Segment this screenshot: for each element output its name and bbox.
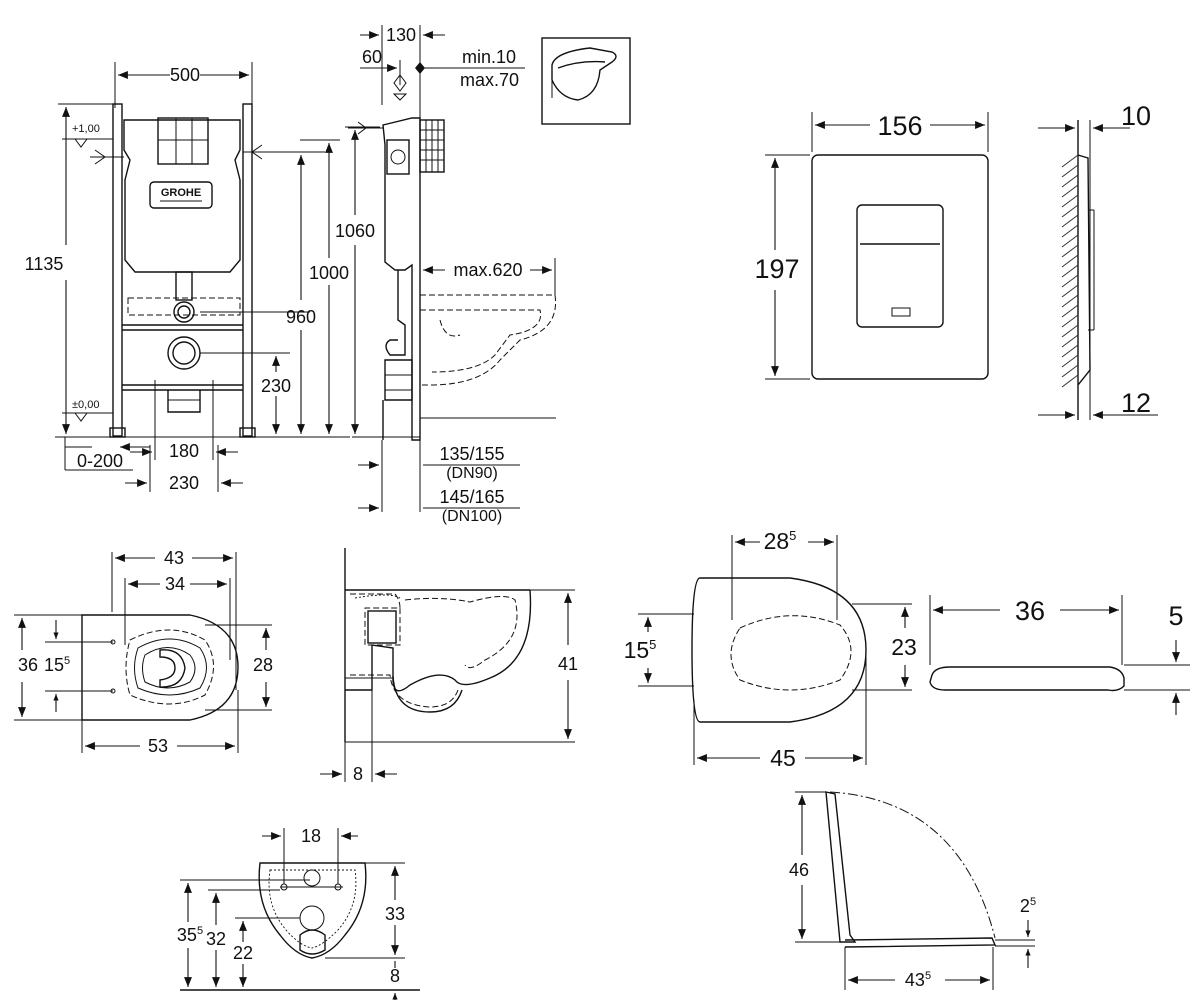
wall-hatch-line	[1061, 184, 1079, 198]
wall-hatch-line	[1061, 324, 1079, 338]
dim-bowl-side-36: 36	[18, 655, 38, 675]
wall-hatch-line	[1061, 304, 1079, 318]
dim-floor-range: 0-200	[77, 451, 123, 471]
dim-rear-35: 355	[177, 925, 203, 945]
level-top-label: +1,00	[72, 123, 100, 135]
frame-front-view: 500 GROHE	[25, 62, 380, 493]
flush-plate-side-view: 10 12	[1038, 101, 1158, 420]
dim-seat-side-5: 5	[1168, 601, 1183, 631]
dim-profile-41: 41	[558, 654, 578, 674]
dim-dn100-label: (DN100)	[442, 508, 502, 525]
dim-bowl-top-43: 43	[164, 548, 184, 568]
dim-bowl-top-34: 34	[165, 574, 185, 594]
dim-seat-open-2: 25	[1020, 896, 1036, 916]
level-bottom-label: ±0,00	[72, 399, 99, 411]
wall-hatch-line	[1061, 244, 1079, 258]
dim-height-230: 230	[261, 376, 291, 396]
dim-seat-right-23: 23	[891, 634, 917, 660]
dim-rear-8: 8	[390, 966, 400, 986]
dim-profile-8: 8	[353, 764, 363, 784]
wall-hatch-line	[1061, 344, 1079, 358]
wall-hatch-line	[1061, 164, 1079, 178]
wall-min-label: min.10	[462, 47, 516, 67]
wall-hatch-line	[1061, 154, 1079, 168]
dim-rear-33: 33	[385, 904, 405, 924]
wall-hatch-line	[1061, 274, 1079, 288]
wall-hatch-line	[1061, 264, 1079, 278]
wall-hatch-line	[1061, 334, 1079, 348]
seat-side-view: 36 5	[929, 595, 1190, 715]
dim-projection-max-620: max.620	[453, 260, 522, 280]
wall-hatch-line	[1061, 364, 1079, 378]
bowl-top-view: 43 34 36 155 28 53	[14, 548, 273, 756]
dim-bowl-bottom-53: 53	[148, 736, 168, 756]
dim-height-960: 960	[286, 307, 316, 327]
dim-spacing-230: 230	[169, 473, 199, 493]
wall-hatch-line	[1061, 204, 1079, 218]
dim-top-gap-130: 130	[386, 25, 416, 45]
dim-rear-22: 22	[233, 943, 253, 963]
dim-dn90-label: (DN90)	[446, 465, 498, 482]
dim-bowl-side-28: 28	[253, 655, 273, 675]
seat-open-view: 46 25 435	[789, 791, 1036, 990]
seat-top-view: 285 155 23 45	[624, 528, 917, 771]
dim-seat-top-28: 285	[764, 528, 797, 554]
wall-hatch-line	[1061, 354, 1079, 368]
dim-seat-bottom-45: 45	[770, 745, 796, 771]
wall-hatch-line	[1061, 194, 1079, 208]
wall-hatch-line	[1061, 374, 1079, 388]
dim-seat-side-36: 36	[1015, 596, 1045, 626]
dim-plate-height-197: 197	[754, 254, 799, 284]
wall-hatch-line	[1061, 284, 1079, 298]
dim-frame-height-1135: 1135	[25, 254, 64, 274]
dim-height-1000: 1000	[309, 263, 349, 283]
dim-seat-left-15: 155	[624, 637, 657, 663]
dim-offset-60: 60	[362, 47, 382, 67]
dim-plate-depth-10: 10	[1121, 101, 1151, 131]
wall-max-label: max.70	[460, 70, 519, 90]
wall-hatch-line	[1061, 294, 1079, 308]
dim-height-1060: 1060	[335, 221, 375, 241]
dim-rear-32: 32	[206, 929, 226, 949]
wall-hatch-line	[1061, 254, 1079, 268]
dim-plate-width-156: 156	[877, 111, 922, 141]
bowl-rear-view: 18 355 32 22 33 8	[177, 826, 420, 1000]
dim-rear-18: 18	[301, 826, 321, 846]
dim-dn100-value: 145/165	[439, 487, 504, 507]
wall-hatch-line	[1061, 314, 1079, 328]
wall-hatch-line	[1061, 174, 1079, 188]
bowl-profile-view: 41 8	[320, 548, 578, 784]
dim-seat-open-46: 46	[789, 860, 809, 880]
frame-side-view: 130 60 min.10 max.70	[348, 25, 557, 525]
dim-seat-open-43: 435	[905, 970, 931, 990]
wall-hatch-line	[1061, 214, 1079, 228]
wall-hatch-line	[1061, 234, 1079, 248]
dim-dn90-value: 135/155	[439, 444, 504, 464]
wall-hung-toilet-icon	[541, 37, 631, 125]
grohe-logo-text: GROHE	[161, 187, 201, 199]
dim-frame-width: 500	[170, 65, 200, 85]
wall-hatch-line	[1061, 224, 1079, 238]
dim-spacing-180: 180	[169, 441, 199, 461]
flush-plate-front-view: 156 197	[754, 111, 989, 380]
dim-plate-depth-12: 12	[1121, 388, 1151, 418]
dim-bowl-side-15: 155	[44, 655, 70, 675]
